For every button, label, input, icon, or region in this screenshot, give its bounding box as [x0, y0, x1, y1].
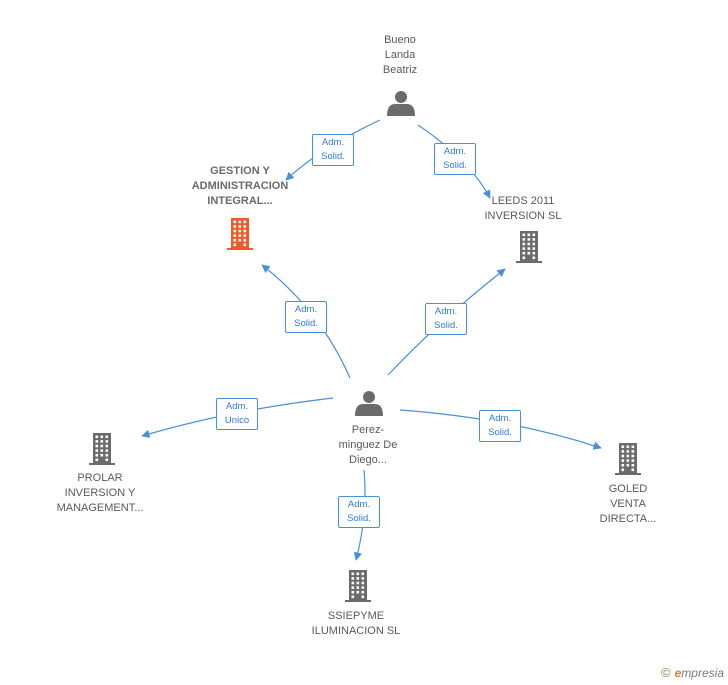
edge-label-perez-leeds[interactable]: Adm. Solid. — [425, 303, 467, 335]
edge-label-perez-ssiepyme[interactable]: Adm. Solid. — [338, 496, 380, 528]
edge-label-perez-gestion[interactable]: Adm. Solid. — [285, 301, 327, 333]
building-icon-prolar[interactable] — [89, 433, 115, 465]
building-icon-goled[interactable] — [615, 443, 641, 475]
node-label-gestion[interactable]: GESTION Y ADMINISTRACION INTEGRAL... — [191, 165, 289, 207]
person-icon-perez[interactable] — [355, 391, 383, 416]
person-icon-bueno[interactable] — [387, 91, 415, 116]
node-label-bueno[interactable]: Bueno Landa Beatriz — [382, 34, 418, 76]
footer-brand: © empresia — [661, 665, 724, 680]
copyright-symbol: © — [661, 665, 671, 680]
edge-label-bueno-gestion[interactable]: Adm. Solid. — [312, 134, 354, 166]
building-icon-ssiepyme[interactable] — [345, 570, 371, 602]
node-label-goled[interactable]: GOLED VENTA DIRECTA... — [599, 483, 657, 525]
node-label-ssiepyme[interactable]: SSIEPYME ILUMINACION SL — [311, 610, 401, 637]
node-label-perez[interactable]: Perez- minguez De Diego... — [338, 424, 398, 466]
building-icon-gestion[interactable] — [227, 218, 253, 250]
edge-label-perez-goled[interactable]: Adm. Solid. — [479, 410, 521, 442]
edge-label-perez-prolar[interactable]: Adm. Unico — [216, 398, 258, 430]
brand-logo[interactable]: empresia — [674, 665, 724, 680]
building-icon-leeds[interactable] — [516, 231, 542, 263]
edge-label-bueno-leeds[interactable]: Adm. Solid. — [434, 143, 476, 175]
node-label-leeds[interactable]: LEEDS 2011 INVERSION SL — [484, 195, 562, 222]
node-label-prolar[interactable]: PROLAR INVERSION Y MANAGEMENT... — [56, 472, 144, 514]
